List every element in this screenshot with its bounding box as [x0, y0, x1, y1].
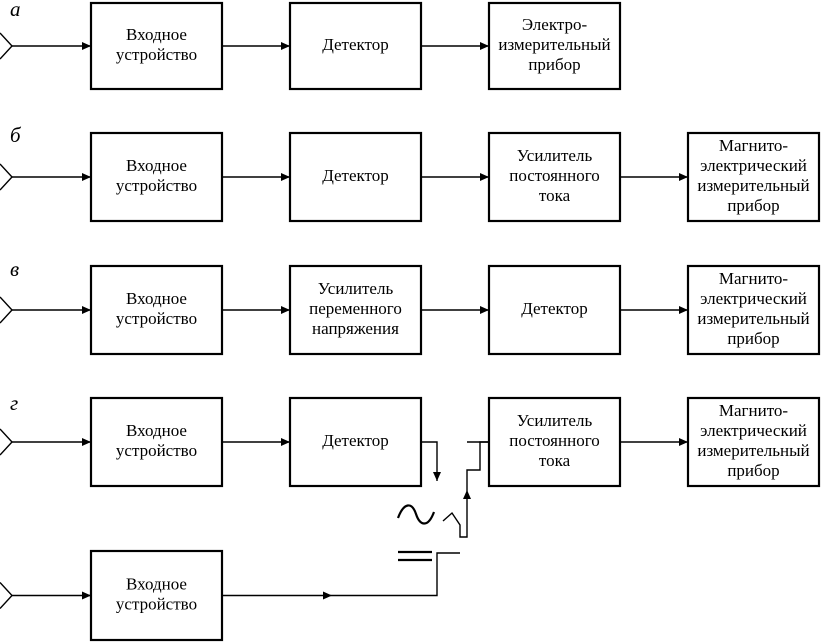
block-b-1-label-line-1: Входное: [126, 156, 187, 175]
block-b-4-frame: [686, 131, 821, 223]
block-g-2-frame: [288, 396, 423, 488]
block-v-4-label-line-1: Магнито-: [719, 269, 789, 288]
block-g-4-label-line-3: измерительный: [697, 441, 809, 460]
row-a-tag: а: [10, 0, 21, 21]
block-b-3-label-line-2: постоянного: [509, 166, 600, 185]
row-g-detector-output-arrowhead: [433, 472, 441, 481]
row-g-tag: г: [10, 391, 18, 415]
row-g-switch-lever: [442, 505, 468, 538]
row-a-input-wire-arrowhead: [82, 42, 91, 50]
block-g-4-label-line-1: Магнито-: [719, 401, 789, 420]
block-a-3-label-line-3: прибор: [528, 55, 580, 74]
block-a-1-label-line-1: Входное: [126, 25, 187, 44]
block-v-2-frame: [288, 264, 423, 356]
block-a-3-label-line-2: измерительный: [498, 35, 610, 54]
row-v-input-wire-arrowhead: [82, 306, 91, 314]
block-b-1-frame: [89, 131, 224, 223]
block-g-2: Детектор: [288, 396, 423, 488]
row-b-antenna-icon: [0, 163, 13, 191]
row-g2-output-wire: [332, 552, 460, 597]
row-a-link-2-arrowhead: [480, 42, 489, 50]
block-g2-1-frame: [89, 549, 224, 642]
row-g2-antenna-icon: [0, 582, 13, 609]
block-v-3-label-line-1: Детектор: [521, 299, 588, 318]
block-b-3-label-line-3: тока: [539, 186, 571, 205]
ac-sine-symbol: [396, 504, 436, 525]
block-v-4-label-line-3: измерительный: [697, 309, 809, 328]
row-v-link-2-arrowhead: [480, 306, 489, 314]
block-a-2: Детектор: [288, 1, 423, 91]
block-g-4-label-line-4: прибор: [727, 461, 779, 480]
row-b-link-2-arrowhead: [480, 173, 489, 181]
row-b-link-1-arrowhead: [281, 173, 290, 181]
block-v-2-label-line-3: напряжения: [312, 319, 399, 338]
block-a-3-label-line-1: Электро-: [522, 15, 588, 34]
block-g-2-label-line-1: Детектор: [322, 431, 389, 450]
block-v-4-label-line-4: прибор: [727, 329, 779, 348]
block-b-4-label-line-1: Магнито-: [719, 136, 789, 155]
row-v-link-1-arrowhead: [281, 306, 290, 314]
block-a-1-label-line-2: устройство: [116, 45, 197, 64]
row-v-link-3-arrowhead: [679, 306, 688, 314]
row-v-tag: в: [10, 257, 19, 281]
row-b-tag: б: [10, 123, 22, 147]
block-a-3-frame: [487, 1, 622, 91]
block-b-3-label-line-1: Усилитель: [517, 146, 593, 165]
row-b-input-wire-arrowhead: [82, 173, 91, 181]
block-a-2-frame: [288, 1, 423, 91]
block-g-3-frame: [487, 396, 622, 488]
row-g-input-wire-arrowhead: [82, 438, 91, 446]
row-a-link-1-arrowhead: [281, 42, 290, 50]
block-g2-1-label-line-2: устройство: [116, 594, 197, 613]
row-a-antenna-icon: [0, 32, 13, 60]
block-g-3-label-line-3: тока: [539, 451, 571, 470]
block-b-4-label-line-2: электрический: [700, 156, 807, 175]
block-v-1-label-line-1: Входное: [126, 289, 187, 308]
block-g-1-label-line-2: устройство: [116, 441, 197, 460]
block-g-3-label-line-2: постоянного: [509, 431, 600, 450]
block-v-2-label-line-1: Усилитель: [318, 279, 394, 298]
block-v-1-frame: [89, 264, 224, 356]
block-b-1-label-line-2: устройство: [116, 176, 197, 195]
row-g-amplifier-feed: [466, 441, 489, 490]
block-v-4-frame: [686, 264, 821, 356]
block-v-4-label-line-2: электрический: [700, 289, 807, 308]
block-a-2-label-line-1: Детектор: [322, 35, 389, 54]
block-b-2-label-line-1: Детектор: [322, 166, 389, 185]
row-g-amplifier-input-arrowhead: [463, 490, 471, 499]
block-b-2: Детектор: [288, 131, 423, 223]
row-g2-output-arrow-arrowhead: [323, 591, 332, 600]
row-g-link-3-arrowhead: [679, 438, 688, 446]
row-g-antenna-icon: [0, 428, 13, 456]
block-g-4-frame: [686, 396, 821, 488]
block-g-4-label-line-2: электрический: [700, 421, 807, 440]
row-g2-input-wire-arrowhead: [82, 591, 91, 600]
block-v-1-label-line-2: устройство: [116, 309, 197, 328]
block-v-2-label-line-2: переменного: [309, 299, 402, 318]
block-b-4-label-line-3: измерительный: [697, 176, 809, 195]
row-g-detector-output-wire: [421, 441, 438, 481]
block-g2-1-label-line-1: Входное: [126, 574, 187, 593]
block-g-3-label-line-1: Усилитель: [517, 411, 593, 430]
row-g-link-1-arrowhead: [281, 438, 290, 446]
row-v-antenna-icon: [0, 296, 13, 324]
block-v-3: Детектор: [487, 264, 622, 356]
block-b-4-label-line-4: прибор: [727, 196, 779, 215]
row-b-link-3-arrowhead: [679, 173, 688, 181]
block-g-1-label-line-1: Входное: [126, 421, 187, 440]
